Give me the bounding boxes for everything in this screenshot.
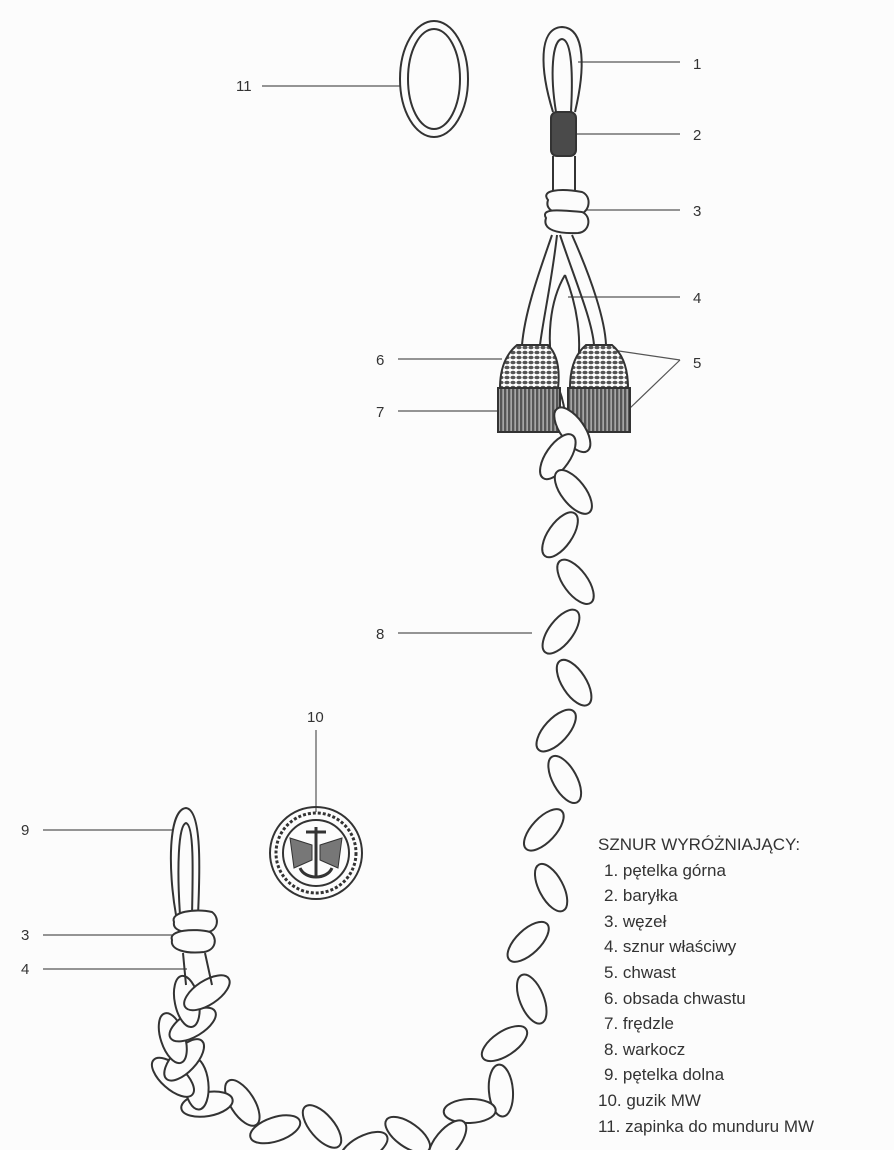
callout-8: 8 bbox=[376, 626, 385, 643]
callout-10: 10 bbox=[307, 709, 324, 726]
legend-item: 11. zapinka do munduru MW bbox=[598, 1116, 815, 1136]
braid-strand bbox=[442, 1097, 497, 1125]
braid-strand bbox=[556, 558, 595, 605]
braid-strand bbox=[535, 708, 577, 753]
braid-strand bbox=[547, 754, 583, 804]
braid-strand bbox=[487, 1063, 515, 1118]
legend-title: SZNUR WYRÓŻNIAJĄCY: bbox=[598, 835, 801, 854]
braid-strand bbox=[249, 1114, 302, 1145]
legend-item: 7. frędzle bbox=[604, 1014, 674, 1034]
legend-item: 4. sznur właściwy bbox=[604, 937, 737, 957]
barrel bbox=[550, 111, 577, 157]
knot bbox=[543, 189, 590, 235]
callout-2: 2 bbox=[693, 127, 702, 144]
braid-strand bbox=[541, 608, 581, 655]
braid-strand bbox=[533, 862, 569, 913]
callout-5: 5 bbox=[693, 355, 702, 372]
callout-1: 1 bbox=[693, 56, 702, 73]
callout-11: 11 bbox=[236, 78, 252, 95]
braid-strand bbox=[301, 1104, 343, 1149]
braid-strand bbox=[555, 658, 593, 707]
leader-lines bbox=[43, 61, 681, 970]
legend-item: 6. obsada chwastu bbox=[604, 988, 746, 1008]
braid-strand bbox=[224, 1078, 261, 1127]
braid-strand bbox=[506, 920, 550, 963]
lower-knot bbox=[170, 909, 218, 986]
braid-strand bbox=[183, 974, 231, 1012]
legend-item: 10. guzik MW bbox=[598, 1090, 701, 1110]
upper-loop bbox=[542, 25, 583, 113]
callout-3-lower: 3 bbox=[21, 927, 30, 944]
braid-strand bbox=[339, 1130, 389, 1150]
braid-strand bbox=[541, 511, 579, 559]
callout-7: 7 bbox=[376, 404, 385, 421]
callout-3: 3 bbox=[693, 203, 702, 220]
legend-item: 2. baryłka bbox=[604, 886, 678, 906]
legend-item: 8. warkocz bbox=[604, 1039, 686, 1059]
braid bbox=[150, 406, 595, 1150]
legend-item: 3. węzeł bbox=[604, 911, 667, 931]
legend-item: 5. chwast bbox=[604, 962, 676, 982]
callout-4-lower: 4 bbox=[21, 961, 30, 978]
lower-loop bbox=[169, 806, 201, 916]
braid-strand bbox=[553, 469, 593, 515]
tassel-left bbox=[497, 344, 561, 433]
braid-strand bbox=[539, 433, 577, 481]
legend-item: 9. pętelka dolna bbox=[604, 1065, 725, 1085]
callout-6: 6 bbox=[376, 352, 385, 369]
legend-item: 1. pętelka górna bbox=[604, 860, 726, 880]
braid-strand bbox=[515, 973, 548, 1025]
braid-strand bbox=[384, 1115, 432, 1150]
uniform-clip bbox=[399, 20, 469, 138]
braid-strand bbox=[523, 808, 565, 852]
braid-strand bbox=[480, 1025, 529, 1063]
callout-4: 4 bbox=[693, 290, 702, 307]
tassel-right bbox=[567, 344, 631, 433]
callout-9: 9 bbox=[21, 822, 30, 839]
navy-button bbox=[269, 806, 363, 900]
legend: SZNUR WYRÓŻNIAJĄCY: 1. pętelka górna 2. … bbox=[598, 832, 814, 1139]
